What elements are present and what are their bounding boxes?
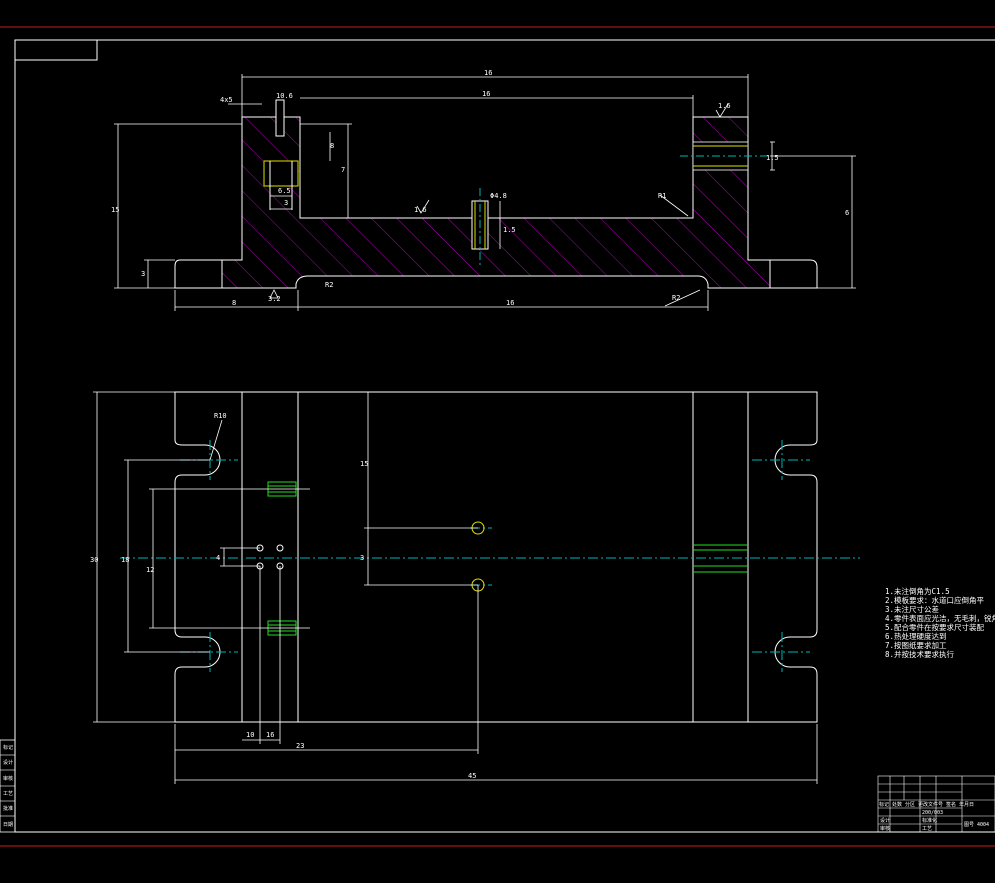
dim-hole-offset: 15 <box>360 460 368 468</box>
note-line-2: 2.模板要求：水道口应倒角平 <box>885 595 985 605</box>
tb-header-row: 标记 处数 分区 更改文件号 签名 年月日 <box>879 801 974 808</box>
dim-depth-c: 3 <box>284 199 288 207</box>
dim-plan-left-height: 30 <box>90 556 98 564</box>
dim-small-span: 4 <box>216 554 220 562</box>
roughness-top-right: 1.6 <box>718 102 731 110</box>
dim-slot-span: 18 <box>121 556 129 564</box>
dim-depth-a: 8 <box>330 142 334 150</box>
note-line-1: 1.未注倒角为C1.5 <box>885 586 950 596</box>
dim-counterbore: 6.5 <box>278 187 291 195</box>
dim-bottom-b: 16 <box>266 731 274 739</box>
title-block <box>877 775 995 833</box>
dim-radius-rb: R2 <box>672 294 680 302</box>
plan-outline <box>174 391 818 723</box>
dim-bottom-right: 16 <box>506 299 514 307</box>
roughness-bottom: 3.2 <box>268 295 281 303</box>
note-line-8: 8.并按技术要求执行 <box>885 649 955 659</box>
note-line-5: 5.配合零件在按要求尺寸装配 <box>885 622 985 632</box>
dim-center-hole: Φ4.8 <box>490 192 507 200</box>
dim-pocket-width: 16 <box>482 90 490 98</box>
dim-base-thk: 3 <box>141 270 145 278</box>
plan-view: R10 30 18 12 15 3 4 10 16 23 45 <box>90 391 860 784</box>
dim-bolt-span: 12 <box>146 566 154 574</box>
tb-page-label: 图号 4004 <box>964 822 989 828</box>
dim-right-height: 6 <box>845 209 849 217</box>
tb-role-d: 工艺 <box>922 826 932 832</box>
dim-center-depth: 1.5 <box>503 226 516 234</box>
note-line-6: 6.热处理硬度达到 <box>885 631 947 641</box>
technical-notes: 1.未注倒角为C1.5 2.模板要求：水道口应倒角平 3.未注尺寸公差 4.零件… <box>885 586 995 659</box>
flange-left <box>174 259 222 289</box>
note-line-4: 4.零件表面应光洁，无毛刺，锐角 <box>885 613 995 623</box>
top-pin-hole <box>275 99 285 137</box>
left-side-table: 标记 设计 审核 工艺 批准 日期 <box>0 739 16 833</box>
surface-roughness-symbol <box>269 103 729 299</box>
dim-left-height: 15 <box>111 206 119 214</box>
tb-drawing-no: 200/003 <box>922 810 943 816</box>
tb-role-c: 标准化 <box>922 817 937 824</box>
title-block-text: 标记 处数 分区 更改文件号 签名 年月日 200/003 设计 审核 标准化 … <box>879 801 989 832</box>
tb-role-a: 设计 <box>880 817 890 824</box>
side-label-2: 设计 <box>3 759 13 766</box>
side-label-5: 批准 <box>3 805 13 812</box>
section-dimension-lines <box>114 74 856 311</box>
side-label-3: 审核 <box>3 775 13 782</box>
roughness-mid: 1.6 <box>414 206 427 214</box>
dim-radius-r2: R2 <box>325 281 333 289</box>
plan-inner-walls <box>241 392 749 722</box>
plan-dimension-lines <box>93 391 818 784</box>
plan-holes <box>256 521 485 592</box>
plan-dim-labels: R10 30 18 12 15 3 4 10 16 23 45 <box>90 412 476 780</box>
sheet-border <box>0 26 995 847</box>
note-line-7: 7.按图纸要求加工 <box>885 640 947 650</box>
dim-radius-r1: R1 <box>658 192 666 200</box>
section-hatched-body <box>221 116 771 289</box>
dim-depth-b: 7 <box>341 166 345 174</box>
plan-centerlines <box>120 440 860 672</box>
side-label-6: 日期 <box>3 822 13 828</box>
tb-role-b: 审核 <box>880 825 890 832</box>
dim-hole-pitch: 3 <box>360 554 364 562</box>
dim-top-hole: 4x5 <box>220 96 233 104</box>
dim-bottom-left: 8 <box>232 299 236 307</box>
note-line-3: 3.未注尺寸公差 <box>885 604 940 614</box>
drawing-code-box <box>14 39 98 61</box>
section-view: 16 16 4x5 10.6 Φ4.8 1.5 15 3 6 1.5 8 16 … <box>111 69 856 311</box>
dim-right-port: 1.5 <box>766 154 779 162</box>
dim-overall-len: 45 <box>468 772 476 780</box>
dim-bottom-len: 23 <box>296 742 304 750</box>
side-label-4: 工艺 <box>3 791 13 797</box>
dim-overall-width: 16 <box>484 69 492 77</box>
section-dim-labels: 16 16 4x5 10.6 Φ4.8 1.5 15 3 6 1.5 8 16 … <box>111 69 849 307</box>
dim-top-step: 10.6 <box>276 92 293 100</box>
flange-right <box>770 259 818 289</box>
side-label-1: 标记 <box>3 744 13 751</box>
dim-slot-radius: R10 <box>214 412 227 420</box>
dim-bottom-a: 10 <box>246 731 254 739</box>
left-counterbore <box>263 160 299 187</box>
